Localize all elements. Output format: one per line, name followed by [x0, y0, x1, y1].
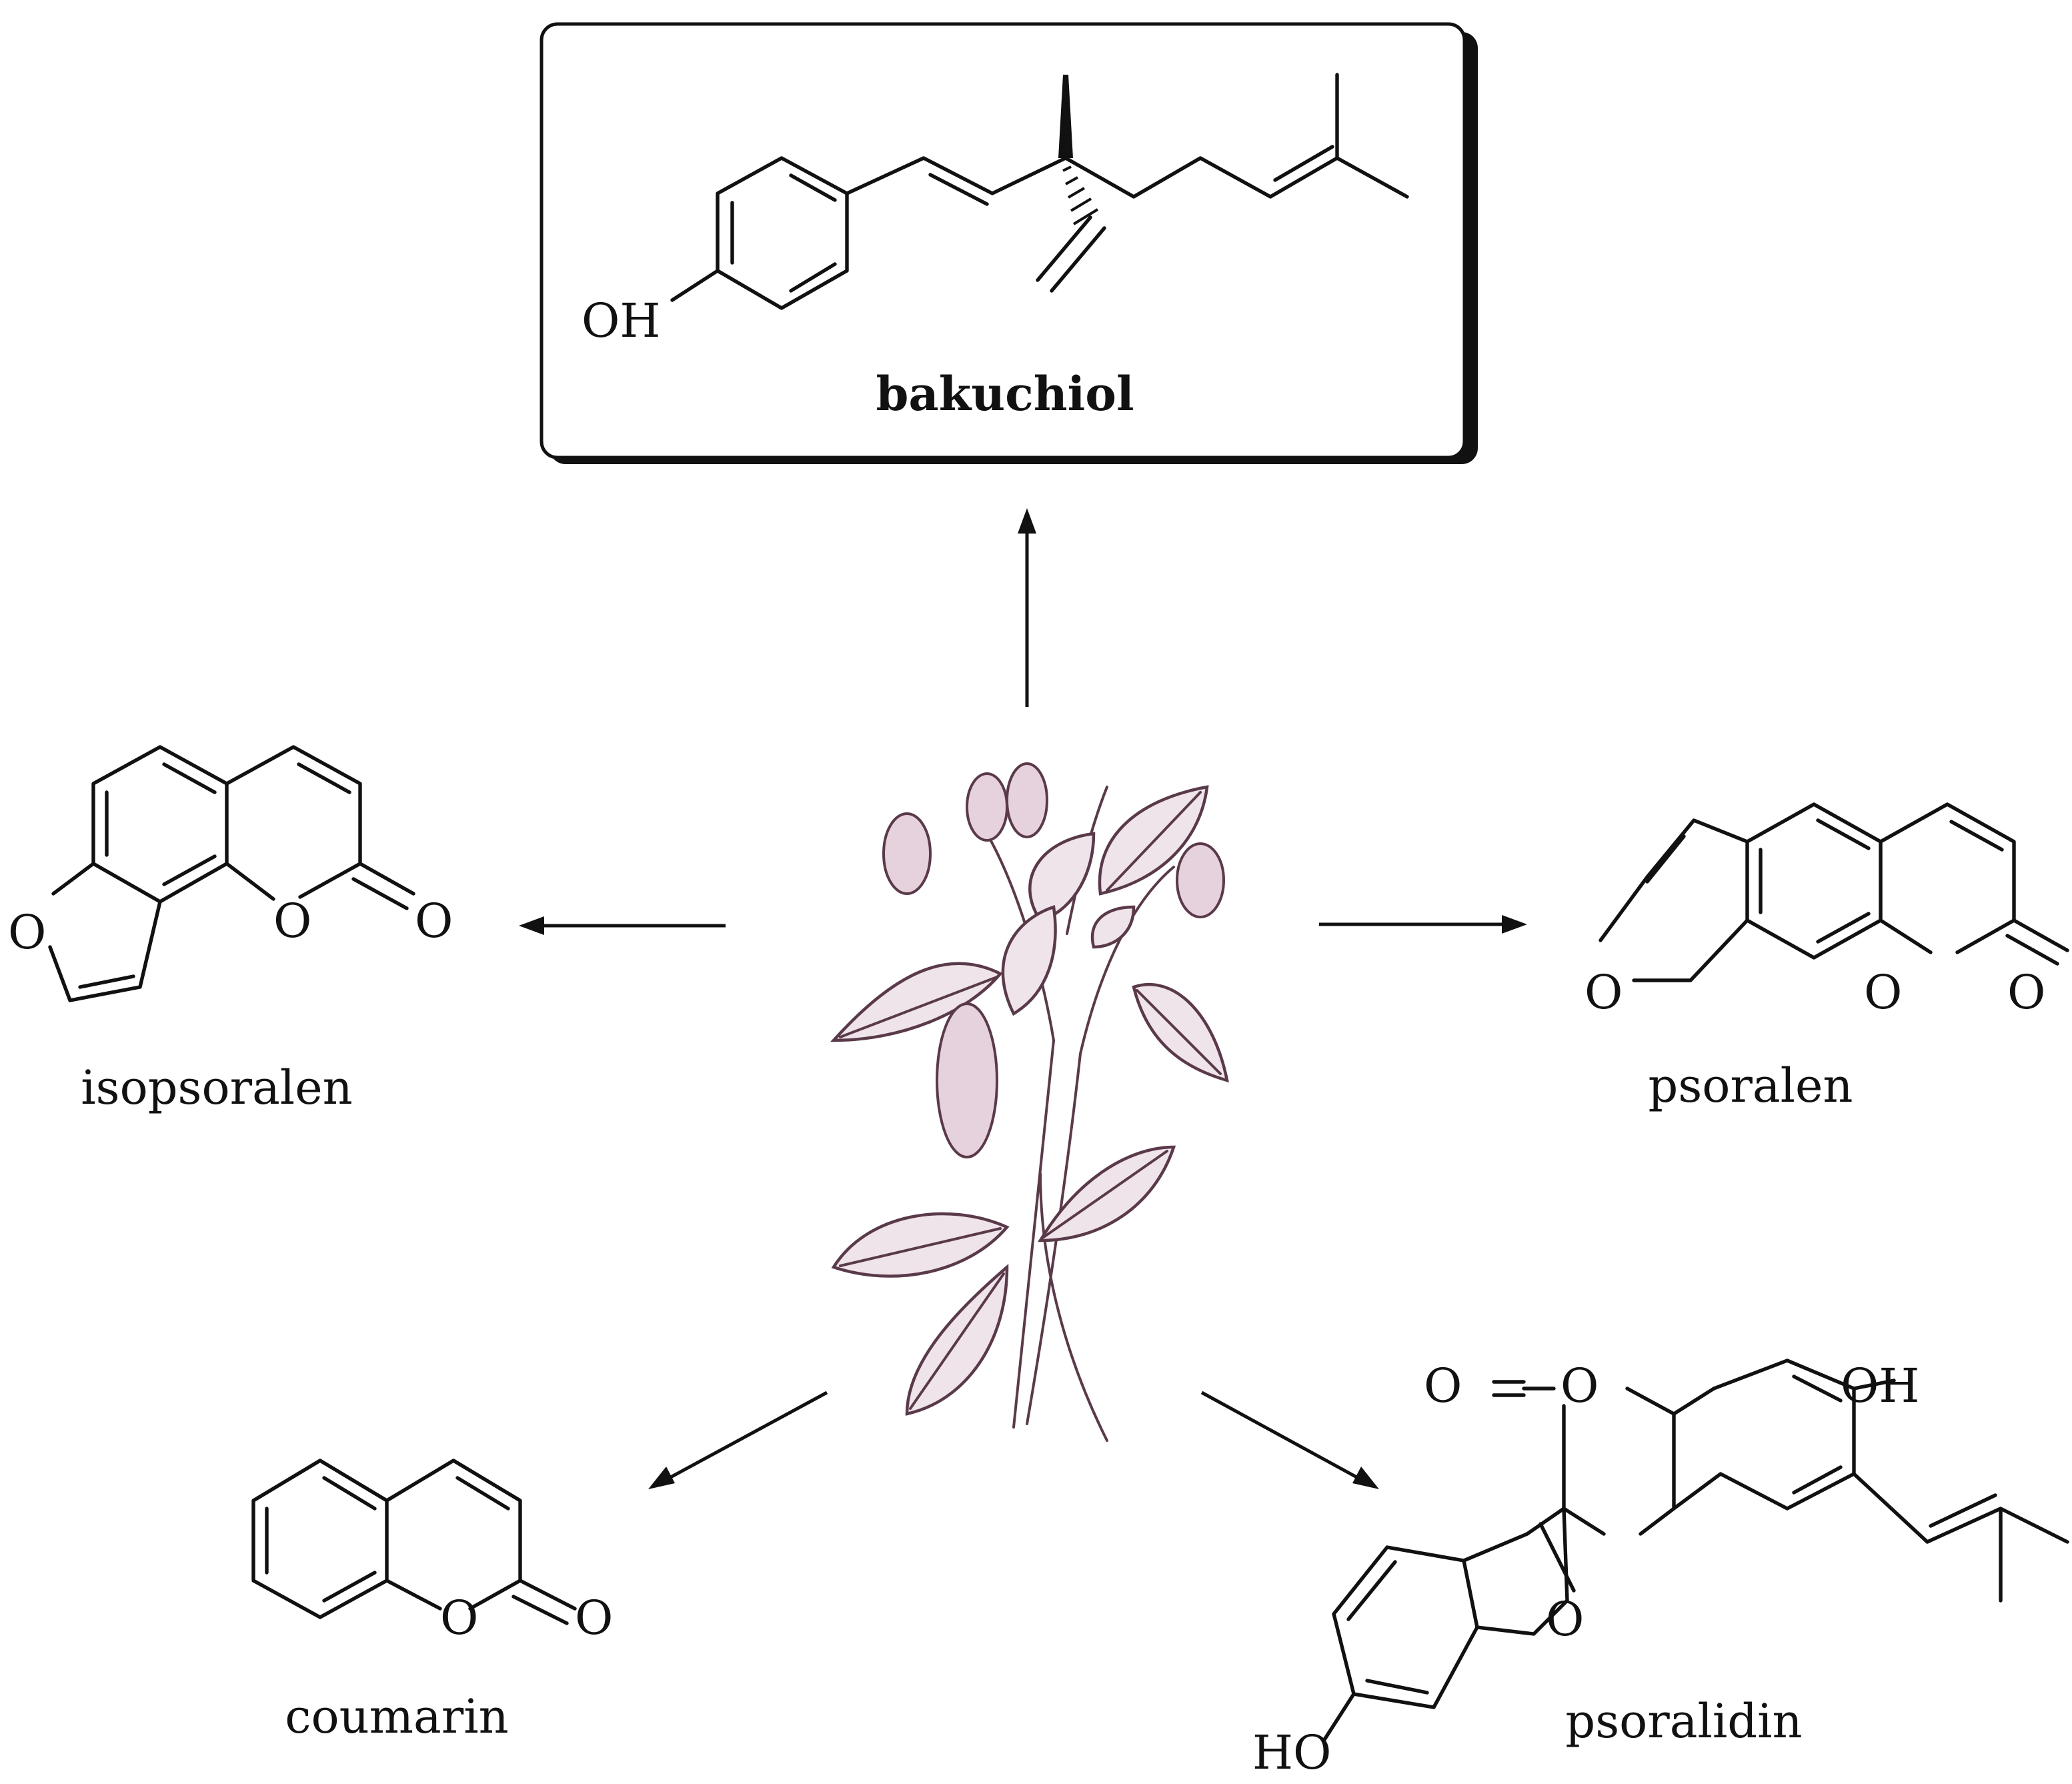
arrow-to-isopsoralen	[519, 916, 726, 935]
psoralidin-carbonyl-o: O	[1424, 1359, 1462, 1413]
isopsoralen-lactone-o: O	[273, 894, 311, 948]
psoralen-ring-o: O	[1585, 965, 1623, 1020]
psoralen-name: psoralen	[1649, 1058, 1853, 1113]
psoralidin-name: psoralidin	[1565, 1694, 1802, 1749]
psoralidin-lactone-o: O	[1561, 1359, 1599, 1413]
isopsoralen-structure: O O O isopsoralen	[8, 745, 453, 1115]
psoralen-carbonyl-o: O	[2007, 965, 2045, 1020]
bakuchiol-structure: OH bakuchiol	[582, 73, 1409, 421]
bakuchiol-name: bakuchiol	[876, 366, 1134, 421]
arrow-to-psoralidin	[1200, 1391, 1379, 1489]
psoralidin-structure: O O O OH HO psoralidin	[1252, 1359, 2069, 1780]
isopsoralen-ring-o: O	[8, 905, 46, 960]
isopsoralen-carbonyl-o: O	[415, 894, 453, 948]
coumarin-carbonyl-o: O	[575, 1591, 613, 1645]
psoralidin-oh-right: OH	[1841, 1359, 1919, 1413]
arrow-to-coumarin	[648, 1391, 828, 1489]
coumarin-name: coumarin	[285, 1689, 508, 1744]
plant-illustration-icon	[830, 762, 1229, 1442]
psoralidin-oh-left: HO	[1252, 1725, 1331, 1780]
arrow-to-psoralen	[1319, 915, 1527, 934]
bakuchiol-box	[540, 22, 1478, 464]
isopsoralen-name: isopsoralen	[81, 1060, 352, 1115]
psoralidin-furan-o: O	[1546, 1592, 1584, 1647]
psoralen-lactone-o: O	[1864, 965, 1902, 1020]
psoralen-structure: O O O psoralen	[1585, 802, 2069, 1113]
arrows	[519, 508, 1527, 1489]
bakuchiol-oh-label: OH	[582, 293, 660, 348]
coumarin-lactone-o: O	[440, 1591, 478, 1645]
coumarin-structure: O O coumarin	[251, 1459, 613, 1744]
arrow-to-bakuchiol	[1018, 508, 1036, 707]
